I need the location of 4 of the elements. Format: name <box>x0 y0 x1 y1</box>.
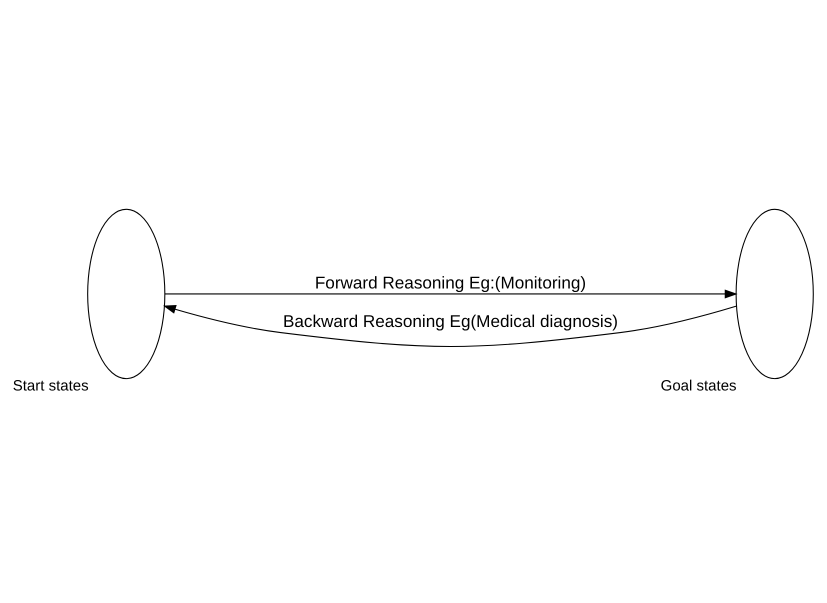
node-label: Start states <box>12 377 89 394</box>
edge-label: Backward Reasoning Eg(Medical diagnosis) <box>282 310 618 330</box>
node-label: Goal states <box>660 377 737 394</box>
edge-label: Forward Reasoning Eg:(Monitoring) <box>314 272 586 292</box>
